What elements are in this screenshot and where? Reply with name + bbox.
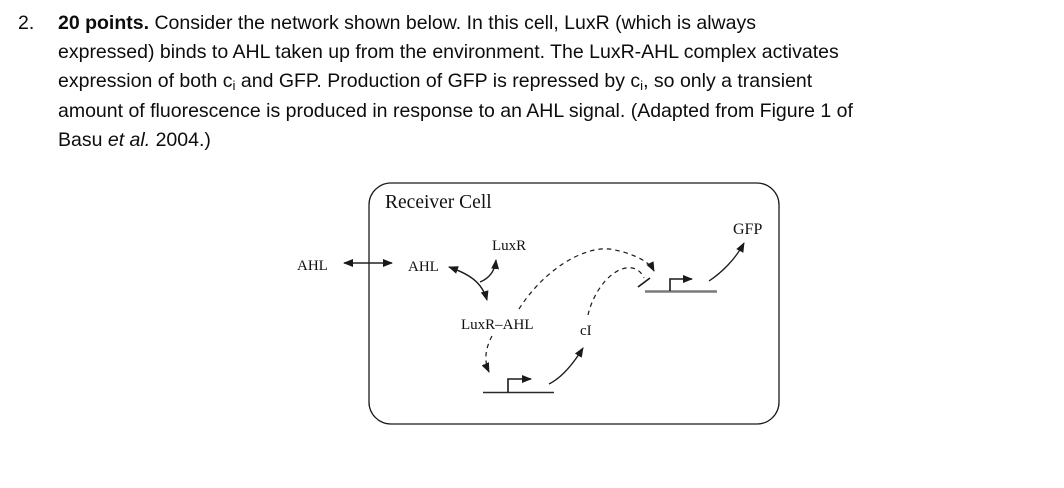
- luxr-ahl-label: LuxR–AHL: [461, 317, 534, 333]
- receiver-cell-label: Receiver Cell: [385, 192, 492, 213]
- repression-arc-ci-to-gfp-promoter: [587, 267, 645, 316]
- luxr-label: LuxR: [492, 238, 526, 254]
- question-number: 2.: [18, 12, 35, 34]
- activation-arrow-luxr-ahl-to-gfp-promoter: [518, 248, 655, 310]
- activation-arrow-luxr-ahl-to-ci-promoter: [481, 335, 493, 373]
- binding-arrow-to-luxr-ahl: [448, 266, 489, 301]
- gfp-promoter-arrow: [669, 275, 693, 291]
- expression-arrow-to-ci: [548, 347, 584, 385]
- unbinding-arrow-to-ahl: [448, 266, 488, 301]
- receiver-cell-outline: [368, 182, 780, 425]
- question-text: 20 points. Consider the network shown be…: [58, 12, 853, 151]
- question-block: 2. 20 points. Consider the network shown…: [18, 9, 853, 155]
- expression-arrow-to-gfp: [708, 242, 745, 282]
- ahl-outside-label: AHL: [297, 258, 328, 274]
- unbinding-arrow-to-luxr: [479, 259, 500, 283]
- gfp-label: GFP: [733, 221, 762, 238]
- repression-bar: [637, 277, 651, 288]
- ci-promoter-arrow: [507, 375, 532, 392]
- ci-label: cI: [580, 323, 592, 339]
- ahl-inside-label: AHL: [408, 259, 439, 275]
